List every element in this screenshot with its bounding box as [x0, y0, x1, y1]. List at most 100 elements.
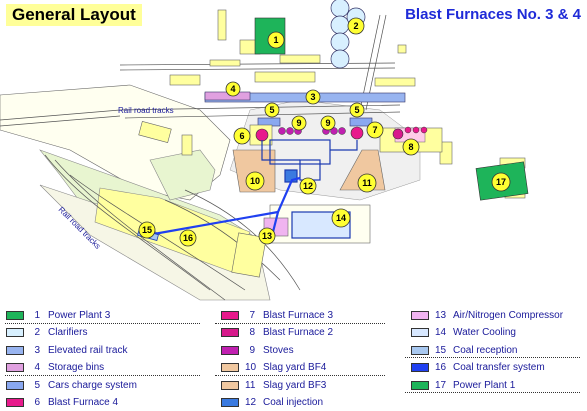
marker-14	[331, 208, 351, 228]
marker-10-label: 10	[250, 176, 260, 186]
legend-swatch	[6, 363, 24, 372]
marker-10-group: 10	[245, 171, 265, 191]
marker-9b-group: 9	[320, 115, 336, 131]
marker-7-group: 7	[366, 121, 384, 139]
legend-label: Air/Nitrogen Compressor	[453, 309, 564, 321]
legend-number: 9	[249, 344, 255, 356]
marker-4-group: 4	[225, 81, 241, 97]
legend-swatch	[411, 380, 429, 390]
legend-label: Coal transfer system	[453, 362, 545, 373]
marker-5b-group: 5	[349, 102, 365, 118]
legend-label: Elevated rail track	[48, 344, 128, 356]
legend-number: 8	[249, 327, 255, 338]
legend-number: 2	[34, 327, 40, 338]
marker-17-group: 17	[491, 172, 511, 192]
legend-swatch	[221, 380, 239, 390]
legend-item: 17 Power Plant 1	[405, 378, 515, 392]
legend-item: 2 Clarifiers	[0, 326, 87, 340]
marker-9-label: 9	[296, 118, 301, 128]
legend-number: 13	[435, 309, 447, 321]
marker-14-group: 14	[331, 208, 351, 228]
legend-item: 9 Stoves	[215, 343, 294, 357]
marker-17-label: 17	[496, 177, 506, 187]
legend-number: 10	[245, 362, 257, 373]
legend-number: 3	[34, 344, 40, 356]
legend-number: 14	[435, 327, 447, 338]
marker-5-label: 5	[354, 105, 359, 115]
legend-label: Storage bins	[48, 362, 105, 373]
legend-swatch	[6, 380, 24, 390]
legend-swatch	[411, 310, 429, 320]
marker-17	[491, 172, 511, 192]
legend-item: 3 Elevated rail track	[0, 343, 127, 357]
legend-divider	[405, 357, 580, 358]
legend-label: Clarifiers	[48, 327, 88, 338]
legend-item: 11 Slag yard BF3	[215, 378, 326, 392]
legend-item: 14 Water Cooling	[405, 326, 516, 340]
legend-swatch	[6, 328, 24, 337]
marker-16	[179, 229, 197, 247]
marker-13	[258, 227, 276, 245]
marker-13-label: 13	[262, 231, 272, 241]
marker-8-group: 8	[402, 138, 420, 156]
legend-number: 6	[34, 397, 40, 408]
marker-16-group: 16	[179, 229, 197, 247]
marker-14-label: 14	[336, 213, 346, 223]
marker-10	[245, 171, 265, 191]
legend-label: Slag yard BF4	[263, 362, 327, 373]
marker-11-label: 11	[362, 178, 372, 188]
marker-2	[347, 17, 365, 35]
blast-furnace-4	[255, 128, 269, 142]
marker-15	[138, 221, 156, 239]
legend-number: 5	[34, 379, 40, 391]
legend-number: 1	[34, 309, 40, 321]
coal-injection-plant	[261, 139, 358, 183]
legend-label: Water Cooling	[453, 327, 516, 338]
marker-5	[349, 102, 365, 118]
legend-label: Stoves	[263, 344, 294, 356]
legend-number: 11	[245, 379, 256, 391]
legend-number: 17	[435, 379, 447, 391]
legend-label: Blast Furnace 3	[263, 309, 334, 321]
legend-number: 16	[435, 362, 447, 373]
blast-furnace-2	[392, 128, 404, 140]
legend-divider	[215, 323, 385, 324]
legend-swatch	[411, 345, 429, 355]
legend-item: 13 Air/Nitrogen Compressor	[405, 308, 563, 322]
legend-item: 7 Blast Furnace 3	[215, 308, 333, 322]
marker-2-group: 2	[347, 17, 365, 35]
legend-swatch	[6, 345, 24, 355]
marker-3-label: 3	[310, 92, 315, 102]
marker-5a-group: 5	[264, 102, 280, 118]
marker-8-label: 8	[408, 142, 413, 152]
legend-label: Slag yard BF3	[263, 379, 327, 391]
legend-swatch	[221, 310, 239, 320]
legend-item: 16 Coal transfer system	[405, 361, 545, 375]
marker-7	[366, 121, 384, 139]
legend-divider	[405, 392, 580, 393]
plant-layout-map: Rail road tracks Rail road tracks	[0, 0, 529, 301]
marker-6-label: 6	[239, 131, 244, 141]
legend-item: 1 Power Plant 3	[0, 308, 110, 322]
marker-15-label: 15	[142, 225, 152, 235]
legend: 1 Power Plant 3 2 Clarifiers 3 Elevated rail …	[0, 306, 587, 411]
marker-9a-group: 9	[291, 115, 307, 131]
marker-9	[291, 115, 307, 131]
legend-label: Coal injection	[263, 397, 324, 408]
legend-divider	[5, 375, 200, 376]
legend-swatch	[221, 345, 239, 355]
legend-swatch	[221, 398, 239, 407]
marker-5	[264, 102, 280, 118]
legend-divider	[215, 375, 385, 376]
legend-number: 7	[249, 309, 255, 321]
diagram-subtitle: Blast Furnaces No. 3 & 4	[405, 6, 581, 23]
legend-label: Power Plant 3	[48, 309, 111, 321]
legend-label: Coal reception	[453, 344, 518, 356]
legend-label: Power Plant 1	[453, 379, 516, 391]
marker-1-group: 1	[267, 31, 285, 49]
marker-3-group: 3	[305, 89, 321, 105]
marker-2-label: 2	[353, 21, 358, 31]
